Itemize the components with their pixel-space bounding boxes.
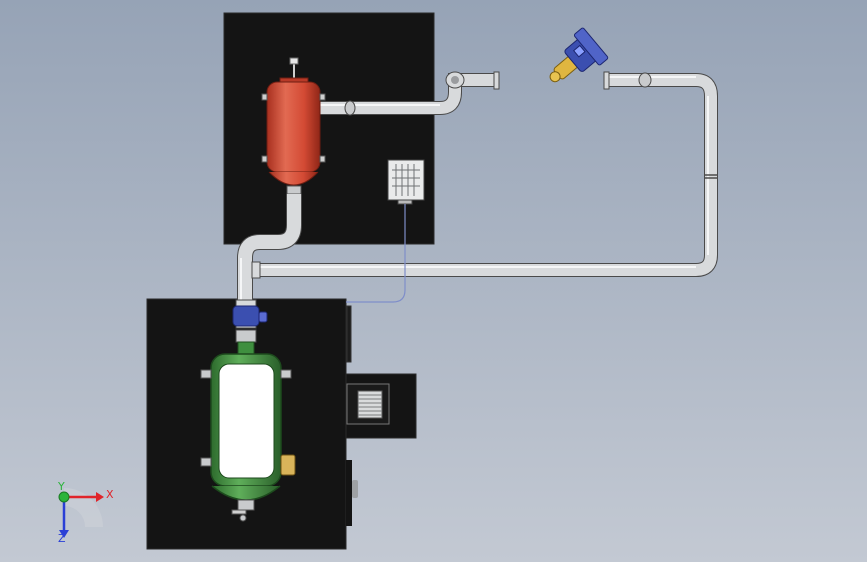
outlet-pipe[interactable] (285, 71, 500, 117)
upper-mounting-panel[interactable] (223, 12, 435, 245)
x-axis-label: X (106, 488, 114, 501)
pump-fitting[interactable] (232, 299, 268, 355)
red-separator-vessel[interactable] (261, 57, 326, 195)
z-arrowhead (59, 530, 69, 538)
side-rail (346, 305, 352, 363)
coil-exchanger[interactable] (346, 383, 390, 425)
filter-element[interactable] (387, 159, 425, 205)
green-receiver-vessel[interactable] (200, 353, 296, 522)
y-axis-dot (58, 491, 70, 503)
x-arrowhead (96, 492, 104, 502)
right-flange[interactable] (603, 71, 652, 90)
sight-window (218, 363, 275, 479)
transfer-pipe[interactable] (237, 194, 302, 300)
side-flange (346, 460, 352, 526)
axis-triad: X Y Z (57, 480, 114, 545)
level-gauge[interactable] (280, 454, 296, 476)
side-knob (352, 480, 358, 498)
isolation-valve[interactable] (538, 27, 609, 95)
capillary-line (346, 204, 406, 303)
z-axis-label: Z (58, 532, 66, 545)
return-pipe[interactable] (257, 73, 718, 277)
y-axis-label: Y (57, 480, 65, 493)
